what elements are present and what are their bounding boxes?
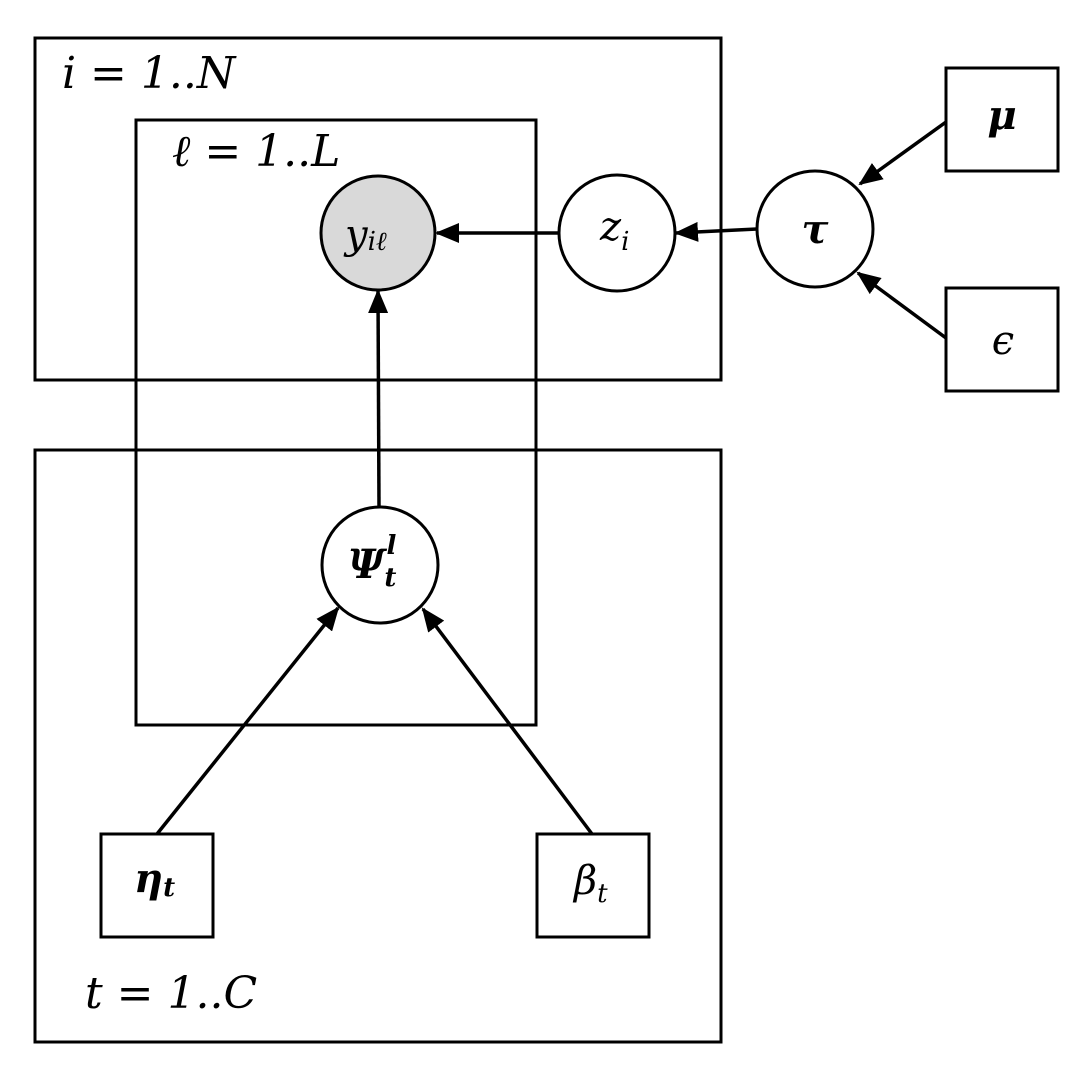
node-y-label: yiℓ [343, 212, 387, 258]
node-eta: ηt [99, 832, 215, 939]
node-y: yiℓ [319, 174, 437, 292]
node-tau: τ [755, 169, 875, 289]
node-z: zi [557, 173, 677, 293]
node-epsilon: ϵ [944, 286, 1060, 393]
plate-l [134, 118, 538, 727]
edge-eta-psi [155, 606, 340, 836]
edge-epsilon-tau [856, 271, 948, 340]
node-beta: βt [535, 832, 651, 939]
edge-beta-psi [421, 607, 594, 836]
node-beta-label: βt [572, 858, 608, 909]
node-eta-label: ηt [134, 855, 175, 903]
plate-l-label: ℓ = 1..L [172, 126, 340, 177]
edge-tau-z [674, 221, 758, 242]
node-z-label: zi [599, 204, 629, 257]
edge-psi-y [368, 289, 389, 507]
node-epsilon-label: ϵ [992, 318, 1014, 364]
node-tau-label: τ [802, 206, 829, 253]
node-mu-label: μ [987, 92, 1016, 139]
plate-t-label: t = 1..C [85, 968, 257, 1019]
plate-i-label: i = 1..N [62, 48, 237, 99]
edge-mu-tau [858, 120, 948, 186]
node-mu: μ [944, 66, 1060, 173]
